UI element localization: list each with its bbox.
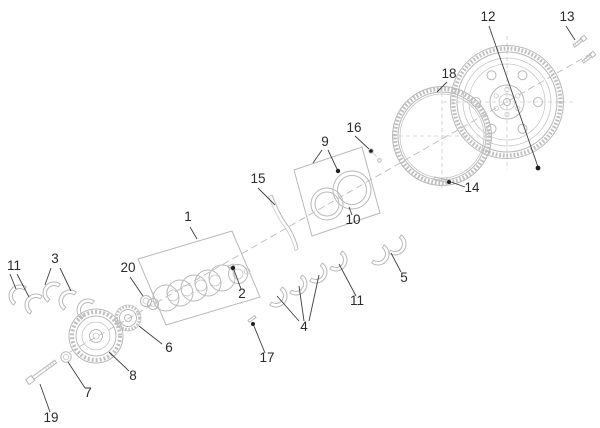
callout-18: 18 (441, 66, 456, 81)
leader-lines (9, 25, 576, 413)
callout-1: 1 (184, 209, 192, 224)
callout-20: 20 (120, 260, 135, 275)
crankshaft-part (137, 230, 261, 326)
bearing-shells-middle (268, 250, 348, 308)
callout-8: 8 (129, 368, 137, 383)
callout-15: 15 (250, 171, 265, 186)
callout-13: 13 (559, 9, 574, 24)
callouts: 1 2 3 4 5 6 7 8 9 10 11 11 12 13 14 15 1… (7, 9, 575, 425)
bearing-shells-right (370, 234, 407, 266)
callout-17: 17 (259, 350, 274, 365)
callout-6: 6 (165, 340, 173, 355)
washer-part-7 (60, 351, 72, 363)
pin-part-17 (247, 315, 257, 323)
callout-2: 2 (238, 286, 246, 301)
flywheel-part (443, 36, 575, 170)
bearing-shells-left (8, 281, 96, 320)
callout-10: 10 (345, 212, 360, 227)
callout-12: 12 (480, 9, 495, 24)
callout-14: 14 (464, 180, 480, 195)
assembly-centerline (69, 52, 593, 353)
gasket-part (268, 194, 299, 251)
callout-9: 9 (321, 134, 329, 149)
callout-11-left: 11 (7, 258, 21, 273)
pulley-part (68, 308, 124, 364)
callout-4: 4 (300, 319, 308, 334)
screws-part-16 (368, 148, 382, 163)
ring-part-20 (140, 295, 152, 307)
callout-19: 19 (43, 410, 58, 425)
bolt-part-19 (24, 359, 58, 386)
ring-gear-part (392, 86, 492, 188)
callout-3: 3 (51, 251, 59, 266)
callout-7: 7 (84, 385, 92, 400)
callout-16: 16 (346, 120, 361, 135)
seal-housing-part (293, 146, 381, 237)
callout-11-right: 11 (350, 293, 364, 308)
callout-5: 5 (400, 270, 408, 285)
flywheel-bolts-part (572, 34, 597, 64)
